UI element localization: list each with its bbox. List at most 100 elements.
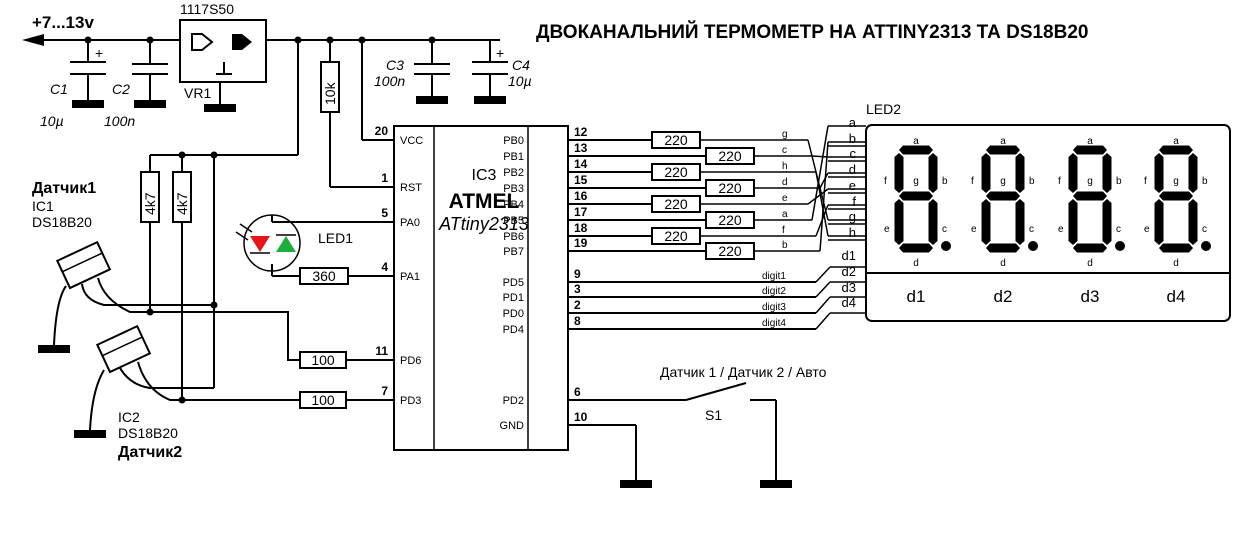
segment-letter: a [913, 136, 919, 147]
resistor-220-value: 220 [664, 164, 688, 180]
segment-letter: f [1144, 176, 1147, 187]
switch-s1[interactable]: Датчик 1 / Датчик 2 / Авто S1 [568, 364, 827, 488]
display-pin-label: d4 [842, 295, 856, 310]
ground-icon [620, 480, 652, 488]
mcu-pin-number: 4 [381, 260, 388, 274]
power-input: +7...13v [22, 13, 180, 46]
digit-label: d1 [907, 287, 926, 306]
mcu-pin-number: 18 [574, 221, 588, 235]
ground-icon [416, 96, 448, 104]
mcu-pin-name: PB4 [503, 199, 524, 211]
segment [1068, 153, 1078, 193]
segment [1015, 153, 1025, 193]
mcu-pin-name: PB1 [503, 151, 524, 163]
led1: 360 LED1 [235, 214, 394, 285]
segment [1073, 145, 1107, 155]
capacitor-c2-value: 100n [104, 113, 135, 129]
segment [899, 243, 933, 253]
mcu-brand: ATMEL [449, 190, 520, 213]
sensor-2-part: DS18B20 [118, 425, 178, 441]
resistor-360-value: 360 [312, 268, 336, 284]
mcu-pin-number: 5 [381, 206, 388, 220]
capacitor-c2-ref: C2 [112, 81, 130, 97]
mcu-pin-number: 8 [574, 314, 581, 328]
digit-net-label: digit1 [762, 271, 786, 282]
segment [1188, 153, 1198, 193]
segment-letter: a [1000, 136, 1006, 147]
resistor-220-value: 220 [718, 212, 742, 228]
capacitor-c4-ref: C4 [512, 57, 530, 73]
segment [1073, 191, 1107, 201]
mcu-pin-name: PB2 [503, 167, 524, 179]
segment-letter: b [1116, 176, 1122, 187]
digit-net-label: digit4 [762, 318, 786, 329]
mcu-pin-number: 6 [574, 385, 581, 399]
display-pin-label: d3 [842, 280, 856, 295]
mcu-pin-name: PB7 [503, 246, 524, 258]
display-ref: LED2 [866, 101, 901, 117]
segment-net-label: h [782, 161, 788, 172]
mcu-pin-name: PB0 [503, 135, 524, 147]
capacitor-c2: C2 100n [104, 36, 168, 129]
display-pin-label: b [849, 131, 856, 146]
mcu-pin-number: 7 [381, 384, 388, 398]
resistor-220-value: 220 [718, 148, 742, 164]
digit-label: d4 [1167, 287, 1186, 306]
mcu-pin-name: PD2 [503, 395, 524, 407]
segment-letter: c [942, 224, 947, 235]
sensor-1-ref: IC1 [32, 198, 54, 214]
regulator-part: 1117S50 [180, 1, 234, 17]
sensor-2: IC2 DS18B20 Датчик2 [74, 324, 300, 461]
segment-letter: f [971, 176, 974, 187]
mcu-pin-name: PB5 [503, 215, 524, 227]
resistor-4k7-b: 4k7 [172, 155, 192, 400]
display-pin-label: d [849, 162, 856, 177]
segment-letter: g [1087, 176, 1093, 187]
mcu-pin-name: PD5 [503, 277, 524, 289]
segment [986, 243, 1020, 253]
switch-ref: S1 [705, 407, 722, 423]
capacitor-c1: + C1 10µ [40, 36, 106, 129]
segment [1159, 145, 1193, 155]
digit-net-label: digit2 [762, 286, 786, 297]
mcu-pin-number: 14 [574, 157, 588, 171]
sensor-2-ref: IC2 [118, 409, 140, 425]
capacitor-c3-value: 100n [374, 73, 405, 89]
ground-icon [134, 100, 166, 108]
svg-text:+: + [496, 45, 504, 61]
mcu-pin-number: 10 [574, 410, 588, 424]
mcu-pin-name: PD6 [400, 355, 421, 367]
capacitor-c4: + C4 10µ [472, 40, 532, 104]
display-pin-label: d2 [842, 264, 856, 279]
ground-icon [204, 104, 236, 112]
mcu-pin-name: PB6 [503, 231, 524, 243]
segment [1073, 243, 1107, 253]
segment-letter: b [1202, 176, 1208, 187]
resistor-4k7-a-value: 4k7 [142, 192, 158, 215]
mcu-pin-number: 2 [574, 298, 581, 312]
segment-letter: g [1173, 176, 1179, 187]
segment [899, 145, 933, 155]
resistor-220-value: 220 [718, 243, 742, 259]
schematic-title: ДВОКАНАЛЬНИЙ ТЕРМОМЕТР НА ATTINY2313 ТА … [536, 21, 1088, 43]
power-input-arrow-icon [22, 34, 44, 46]
led-green-icon [276, 236, 296, 252]
segment-letter: f [1058, 176, 1061, 187]
mcu-pin-number: 15 [574, 173, 588, 187]
mcu-model: ATtiny2313 [438, 214, 529, 234]
sensor-2-body-icon [95, 324, 152, 374]
mcu-pin-name: RST [400, 182, 422, 194]
mcu-ref: IC3 [472, 167, 497, 184]
capacitor-c3-ref: C3 [386, 57, 404, 73]
resistor-100-pd6-value: 100 [311, 352, 335, 368]
segment-letter: e [1058, 224, 1064, 235]
capacitor-c1-ref: C1 [50, 81, 68, 97]
